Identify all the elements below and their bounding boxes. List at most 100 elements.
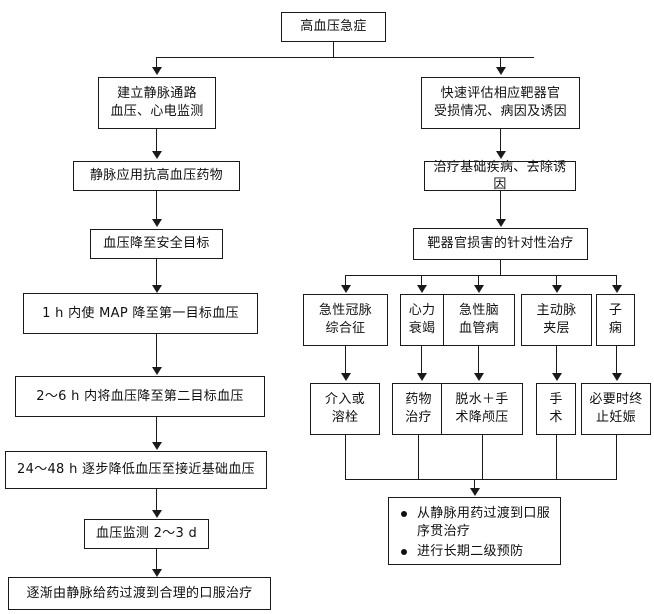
arrow-c3-t3 <box>474 373 484 381</box>
connector-c4-t4 <box>556 346 557 374</box>
node-label: 主动脉 夹层 <box>536 303 577 336</box>
node-label: 子 痫 <box>608 303 623 336</box>
connector-bus-c1 <box>345 275 346 286</box>
connector-t1-merge <box>345 435 346 479</box>
node-map-first-target-1h[interactable]: 1 h 内使 MAP 降至第一目标血压 <box>23 293 258 334</box>
arrow-to-condition-2 <box>417 285 427 293</box>
connector-c2-t2 <box>421 346 422 374</box>
arrow-c5-t5 <box>612 373 622 381</box>
arrow-l4-l5 <box>152 367 162 375</box>
connector-merge-bus <box>345 479 617 480</box>
node-condition-heart-failure[interactable]: 心力 衰竭 <box>400 294 444 346</box>
connector-c3-t3 <box>478 346 479 374</box>
arrow-l5-l6 <box>152 442 162 450</box>
connector-bus-c3 <box>478 275 479 286</box>
connector-r3-stem <box>500 260 501 275</box>
connector-r1-r2 <box>500 129 501 152</box>
connector-l4-l5 <box>156 334 157 368</box>
connector-l5-l6 <box>156 417 157 443</box>
arrow-to-right-branch <box>496 67 506 75</box>
node-label: 心力 衰竭 <box>408 303 436 336</box>
node-label: 2～6 h 内将血压降至第二目标血压 <box>36 388 244 404</box>
connector-c1-t1 <box>345 346 346 374</box>
arrow-to-outcome <box>470 488 480 496</box>
connector-r2-r3 <box>500 191 501 220</box>
arrow-l6-l7 <box>152 510 162 518</box>
arrow-l3-l4 <box>152 285 162 293</box>
node-targeted-organ-damage-treatment[interactable]: 靶器官损害的针对性治疗 <box>413 228 588 260</box>
node-label: 脱水＋手 术降颅压 <box>455 392 509 425</box>
node-treatment-terminate-pregnancy[interactable]: 必要时终 止妊娠 <box>581 383 651 435</box>
node-transition-to-oral-therapy[interactable]: 逐渐由静脉给药过渡到合理的口服治疗 <box>8 577 271 610</box>
arrow-to-condition-3 <box>474 285 484 293</box>
node-hypertensive-emergency[interactable]: 高血压急症 <box>281 12 386 42</box>
arrow-l7-l8 <box>152 569 162 577</box>
list-item-label: 进行长期二级预防 <box>417 544 524 560</box>
node-label: 药物 治疗 <box>405 392 432 425</box>
list-item: 从静脉用药过渡到口服序贯治疗 <box>401 505 551 540</box>
node-bp-to-safe-target[interactable]: 血压降至安全目标 <box>90 229 223 259</box>
connector-l1-l2 <box>156 129 157 152</box>
node-treatment-dehydration-surgery-icp[interactable]: 脱水＋手 术降颅压 <box>441 383 523 435</box>
connector-l7-l8 <box>156 549 157 570</box>
arrow-c2-t2 <box>417 373 427 381</box>
bullet-icon <box>401 549 407 556</box>
arrow-l2-l3 <box>152 219 162 227</box>
arrow-c1-t1 <box>341 373 351 381</box>
list-item: 进行长期二级预防 <box>401 543 550 561</box>
node-treatment-surgery[interactable]: 手 术 <box>536 383 576 435</box>
node-label: 逐渐由静脉给药过渡到合理的口服治疗 <box>26 585 253 601</box>
node-iv-antihypertensive-drugs[interactable]: 静脉应用抗高血压药物 <box>73 161 240 191</box>
arrow-l1-l2 <box>152 151 162 159</box>
connector-c5-t5 <box>616 346 617 374</box>
node-condition-acute-cerebrovascular-disease[interactable]: 急性脑 血管病 <box>443 294 515 346</box>
node-label: 建立静脉通路 血压、心电监测 <box>110 86 204 119</box>
connector-title-bus <box>156 57 534 58</box>
node-label: 必要时终 止妊娠 <box>589 392 643 425</box>
node-bp-monitoring-2to3d[interactable]: 血压监测 2～3 d <box>84 519 209 549</box>
connector-title-right-drop <box>500 57 501 68</box>
connector-t5-merge <box>616 435 617 479</box>
node-condition-eclampsia[interactable]: 子 痫 <box>596 294 635 346</box>
connector-t3-merge <box>482 435 483 479</box>
node-label: 急性冠脉 综合征 <box>318 303 373 336</box>
connector-l3-l4 <box>156 259 157 286</box>
connector-bus-c2 <box>421 275 422 286</box>
node-treatment-drug-therapy[interactable]: 药物 治疗 <box>392 383 445 435</box>
connector-t4-merge <box>556 435 557 479</box>
connector-title-stem <box>333 42 334 57</box>
node-rapid-target-organ-assessment[interactable]: 快速评估相应靶器官 受损情况、病因及诱因 <box>421 77 580 129</box>
outcome-bullet-list: 从静脉用药过渡到口服序贯治疗 进行长期二级预防 <box>397 505 550 561</box>
connector-l6-l7 <box>156 489 157 511</box>
arrow-to-condition-4 <box>552 285 562 293</box>
node-condition-acute-coronary-syndrome[interactable]: 急性冠脉 综合征 <box>303 294 388 346</box>
node-establish-iv-access[interactable]: 建立静脉通路 血压、心电监测 <box>98 77 216 129</box>
node-condition-aortic-dissection[interactable]: 主动脉 夹层 <box>521 294 592 346</box>
node-treatment-intervention-or-thrombolysis[interactable]: 介入或 溶栓 <box>310 383 380 435</box>
node-label: 1 h 内使 MAP 降至第一目标血压 <box>42 305 239 321</box>
arrow-to-left-branch <box>152 67 162 75</box>
arrow-to-condition-1 <box>341 285 351 293</box>
connector-conditions-bus <box>345 275 617 276</box>
node-label: 靶器官损害的针对性治疗 <box>427 236 574 252</box>
node-label: 介入或 溶栓 <box>325 392 365 425</box>
connector-merge-stem <box>474 479 475 490</box>
node-label: 血压降至安全目标 <box>103 236 210 252</box>
node-bp-second-target-2to6h[interactable]: 2～6 h 内将血压降至第二目标血压 <box>15 376 265 417</box>
node-treat-underlying-disease[interactable]: 治疗基础疾病、去除诱因 <box>424 159 576 192</box>
arrow-to-condition-5 <box>612 285 622 293</box>
connector-bus-c4 <box>556 275 557 286</box>
node-outcome-followup[interactable]: 从静脉用药过渡到口服序贯治疗 进行长期二级预防 <box>388 497 561 565</box>
node-gradual-bp-24to48h[interactable]: 24～48 h 逐步降低血压至接近基础血压 <box>5 451 267 489</box>
node-label: 高血压急症 <box>300 19 367 35</box>
arrow-r1-r2 <box>496 151 506 159</box>
node-label: 治疗基础疾病、去除诱因 <box>433 159 567 192</box>
list-item-label: 从静脉用药过渡到口服序贯治疗 <box>417 506 551 539</box>
connector-title-left-drop <box>156 57 157 68</box>
node-label: 急性脑 血管病 <box>459 303 499 336</box>
watermark <box>440 572 580 602</box>
node-label: 静脉应用抗高血压药物 <box>89 168 223 184</box>
bullet-icon <box>401 511 407 517</box>
arrow-r2-r3 <box>496 219 506 227</box>
